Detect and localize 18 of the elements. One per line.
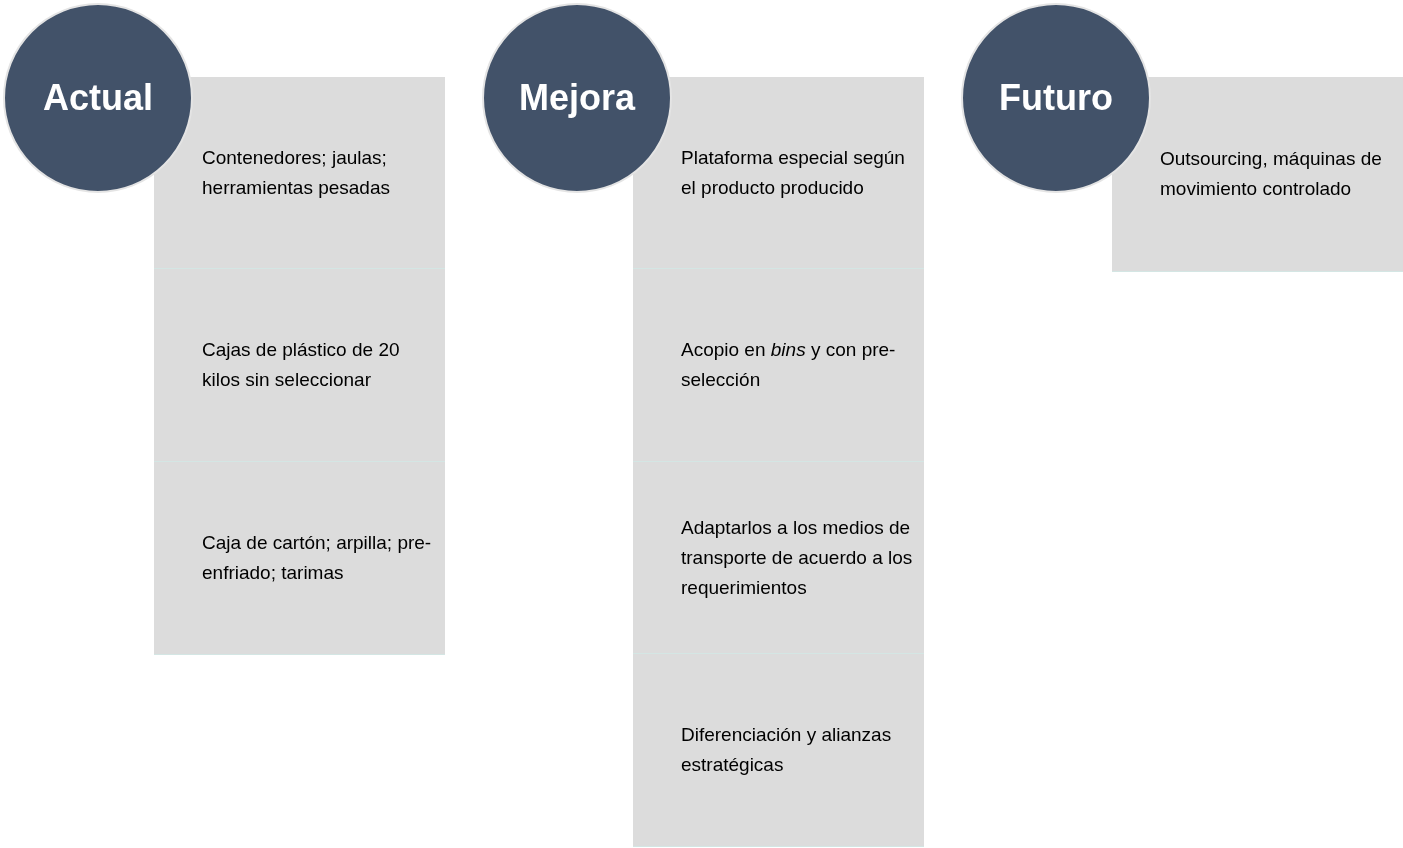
- item-text: Adaptarlos a los medios de transporte de acuerdo a los requerimientos: [681, 515, 914, 600]
- item-text: Caja de cartón; arpilla; pre-enfriado; tarimas: [202, 531, 433, 585]
- item-text: Plataforma especial según el producto producido: [681, 145, 906, 200]
- item-cell: [633, 654, 924, 847]
- item-cell: [1112, 77, 1403, 272]
- item-text: Cajas de plástico de 20 kilos sin seleccionar: [202, 338, 401, 392]
- item-text: Acopio en bins y con pre-selección: [681, 338, 897, 392]
- item-cell: [154, 462, 445, 655]
- stage-title: Futuro: [999, 80, 1113, 116]
- stage-title: Actual: [43, 80, 153, 116]
- item-cell: [633, 462, 924, 654]
- item-text: Diferenciación y alianzas estratégicas: [681, 723, 893, 777]
- item-cell: [154, 77, 445, 269]
- item-cell: [633, 269, 924, 462]
- item-text: Outsourcing, máquinas de movimiento controlado: [1160, 147, 1383, 201]
- item-text: Contenedores; jaulas; herramientas pesadas: [202, 145, 391, 200]
- item-cell: [154, 269, 445, 462]
- stage-title: Mejora: [518, 80, 635, 116]
